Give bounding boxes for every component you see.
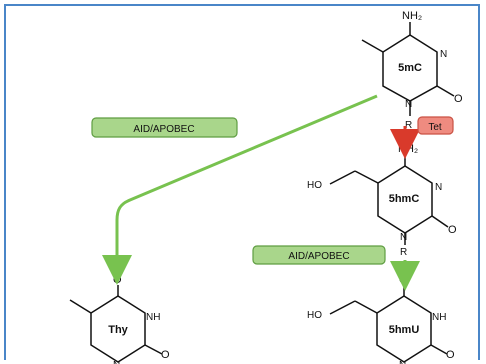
- aid-apobec-label-left: AID/APOBEC: [133, 124, 194, 135]
- thy-methyl-bond: [69, 299, 92, 314]
- tet-badge: Tet: [417, 116, 454, 135]
- 5mc-r-label: R: [405, 120, 412, 131]
- 5hmc-name: 5hmC: [389, 193, 420, 205]
- aid-apobec-label-right: AID/APOBEC: [288, 251, 349, 262]
- thy-carbonyl-bond: [144, 344, 163, 355]
- 5hmu-carbonyl-bond: [430, 344, 448, 355]
- 5mc-o-label: O: [454, 93, 463, 105]
- thy-n-bottom: N: [113, 360, 120, 364]
- 5hmc-ch2-bond: [354, 170, 379, 184]
- thy-nh: NH: [146, 312, 160, 323]
- thy-name: Thy: [108, 324, 128, 336]
- aid-apobec-arrow-left: [102, 94, 378, 285]
- 5mc-n-top: N: [440, 49, 447, 60]
- 5mc-methyl-bond: [361, 39, 384, 53]
- 5mc-n-bottom: N: [405, 99, 412, 110]
- 5hmu-ch2-bond: [354, 300, 378, 314]
- 5hmu-n-bottom: N: [399, 360, 406, 364]
- molecule-5hmc: [329, 154, 449, 245]
- 5hmc-amino-label: NH₂: [398, 143, 418, 155]
- diagram-frame: [4, 4, 480, 360]
- 5hmc-carbonyl-bond: [431, 215, 449, 228]
- aid-apobec-badge-left: AID/APOBEC: [91, 117, 238, 138]
- tet-label: Tet: [428, 122, 442, 133]
- 5mc-amino-label: NH₂: [402, 10, 422, 22]
- 5hmu-o-label: O: [446, 349, 455, 361]
- 5hmc-oh-bond: [329, 170, 356, 185]
- 5hmc-r-label: R: [400, 247, 407, 258]
- 5hmc-n-top: N: [435, 182, 442, 193]
- 5hmu-hydroxyl: HO: [307, 310, 322, 321]
- molecule-5mc: [361, 22, 455, 116]
- molecule-thy: [69, 285, 163, 363]
- 5hmc-o-label: O: [448, 224, 457, 236]
- 5mc-name: 5mC: [398, 62, 422, 74]
- aid-apobec-badge-right: AID/APOBEC: [252, 245, 386, 265]
- 5hmu-nh: NH: [432, 312, 446, 323]
- 5hmu-name: 5hmU: [389, 324, 420, 336]
- thy-o-label: O: [161, 349, 170, 361]
- thy-top-o: O: [113, 274, 122, 286]
- 5mc-carbonyl-bond: [436, 85, 455, 97]
- 5hmc-hydroxyl: HO: [307, 180, 322, 191]
- 5hmu-oh-bond: [329, 300, 356, 315]
- 5hmc-n-bottom: N: [400, 232, 407, 243]
